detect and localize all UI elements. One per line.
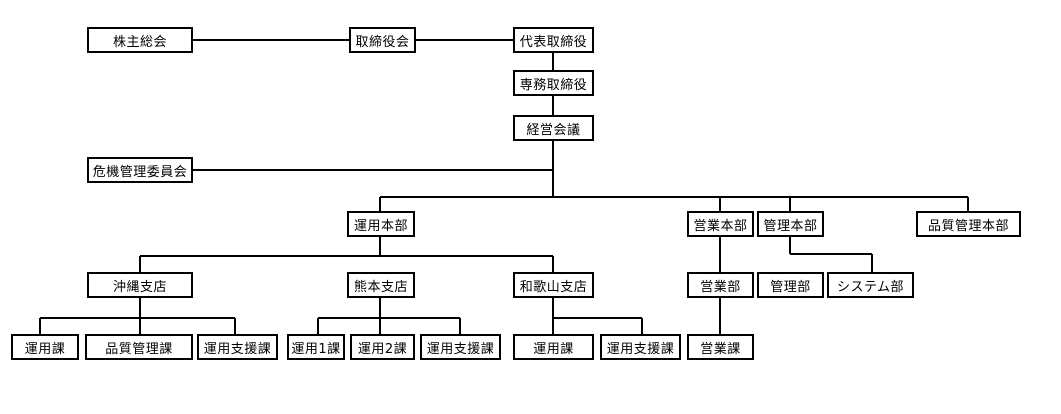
operations-hq-box: 運用本部	[347, 211, 415, 237]
wakayama-branch-box: 和歌山支店	[513, 272, 594, 298]
kumamoto-ops1-section-box: 運用1課	[287, 334, 345, 360]
okinawa-quality-section-box: 品質管理課	[85, 334, 193, 360]
representative-director-box: 代表取締役	[513, 27, 594, 53]
admin-dept-box: 管理部	[757, 272, 824, 298]
management-meeting-box: 経営会議	[513, 115, 594, 141]
okinawa-branch-box: 沖縄支店	[87, 272, 193, 298]
crisis-committee-box: 危機管理委員会	[87, 157, 193, 183]
sales-section-box: 営業課	[687, 334, 754, 360]
sales-hq-box: 営業本部	[687, 211, 754, 237]
system-dept-box: システム部	[827, 272, 914, 298]
board-of-directors-box: 取締役会	[349, 27, 416, 53]
okinawa-ops-support-section-box: 運用支援課	[197, 334, 278, 360]
kumamoto-ops2-section-box: 運用2課	[350, 334, 415, 360]
admin-hq-box: 管理本部	[757, 211, 824, 237]
senior-managing-director-box: 専務取締役	[513, 70, 594, 96]
shareholders-meeting-box: 株主総会	[87, 27, 193, 53]
wakayama-ops-section-box: 運用課	[513, 334, 594, 360]
sales-dept-box: 営業部	[687, 272, 754, 298]
wakayama-ops-support-section-box: 運用支援課	[600, 334, 681, 360]
quality-hq-box: 品質管理本部	[916, 211, 1021, 237]
kumamoto-branch-box: 熊本支店	[347, 272, 415, 298]
kumamoto-ops-support-section-box: 運用支援課	[420, 334, 501, 360]
okinawa-ops-section-box: 運用課	[11, 334, 79, 360]
